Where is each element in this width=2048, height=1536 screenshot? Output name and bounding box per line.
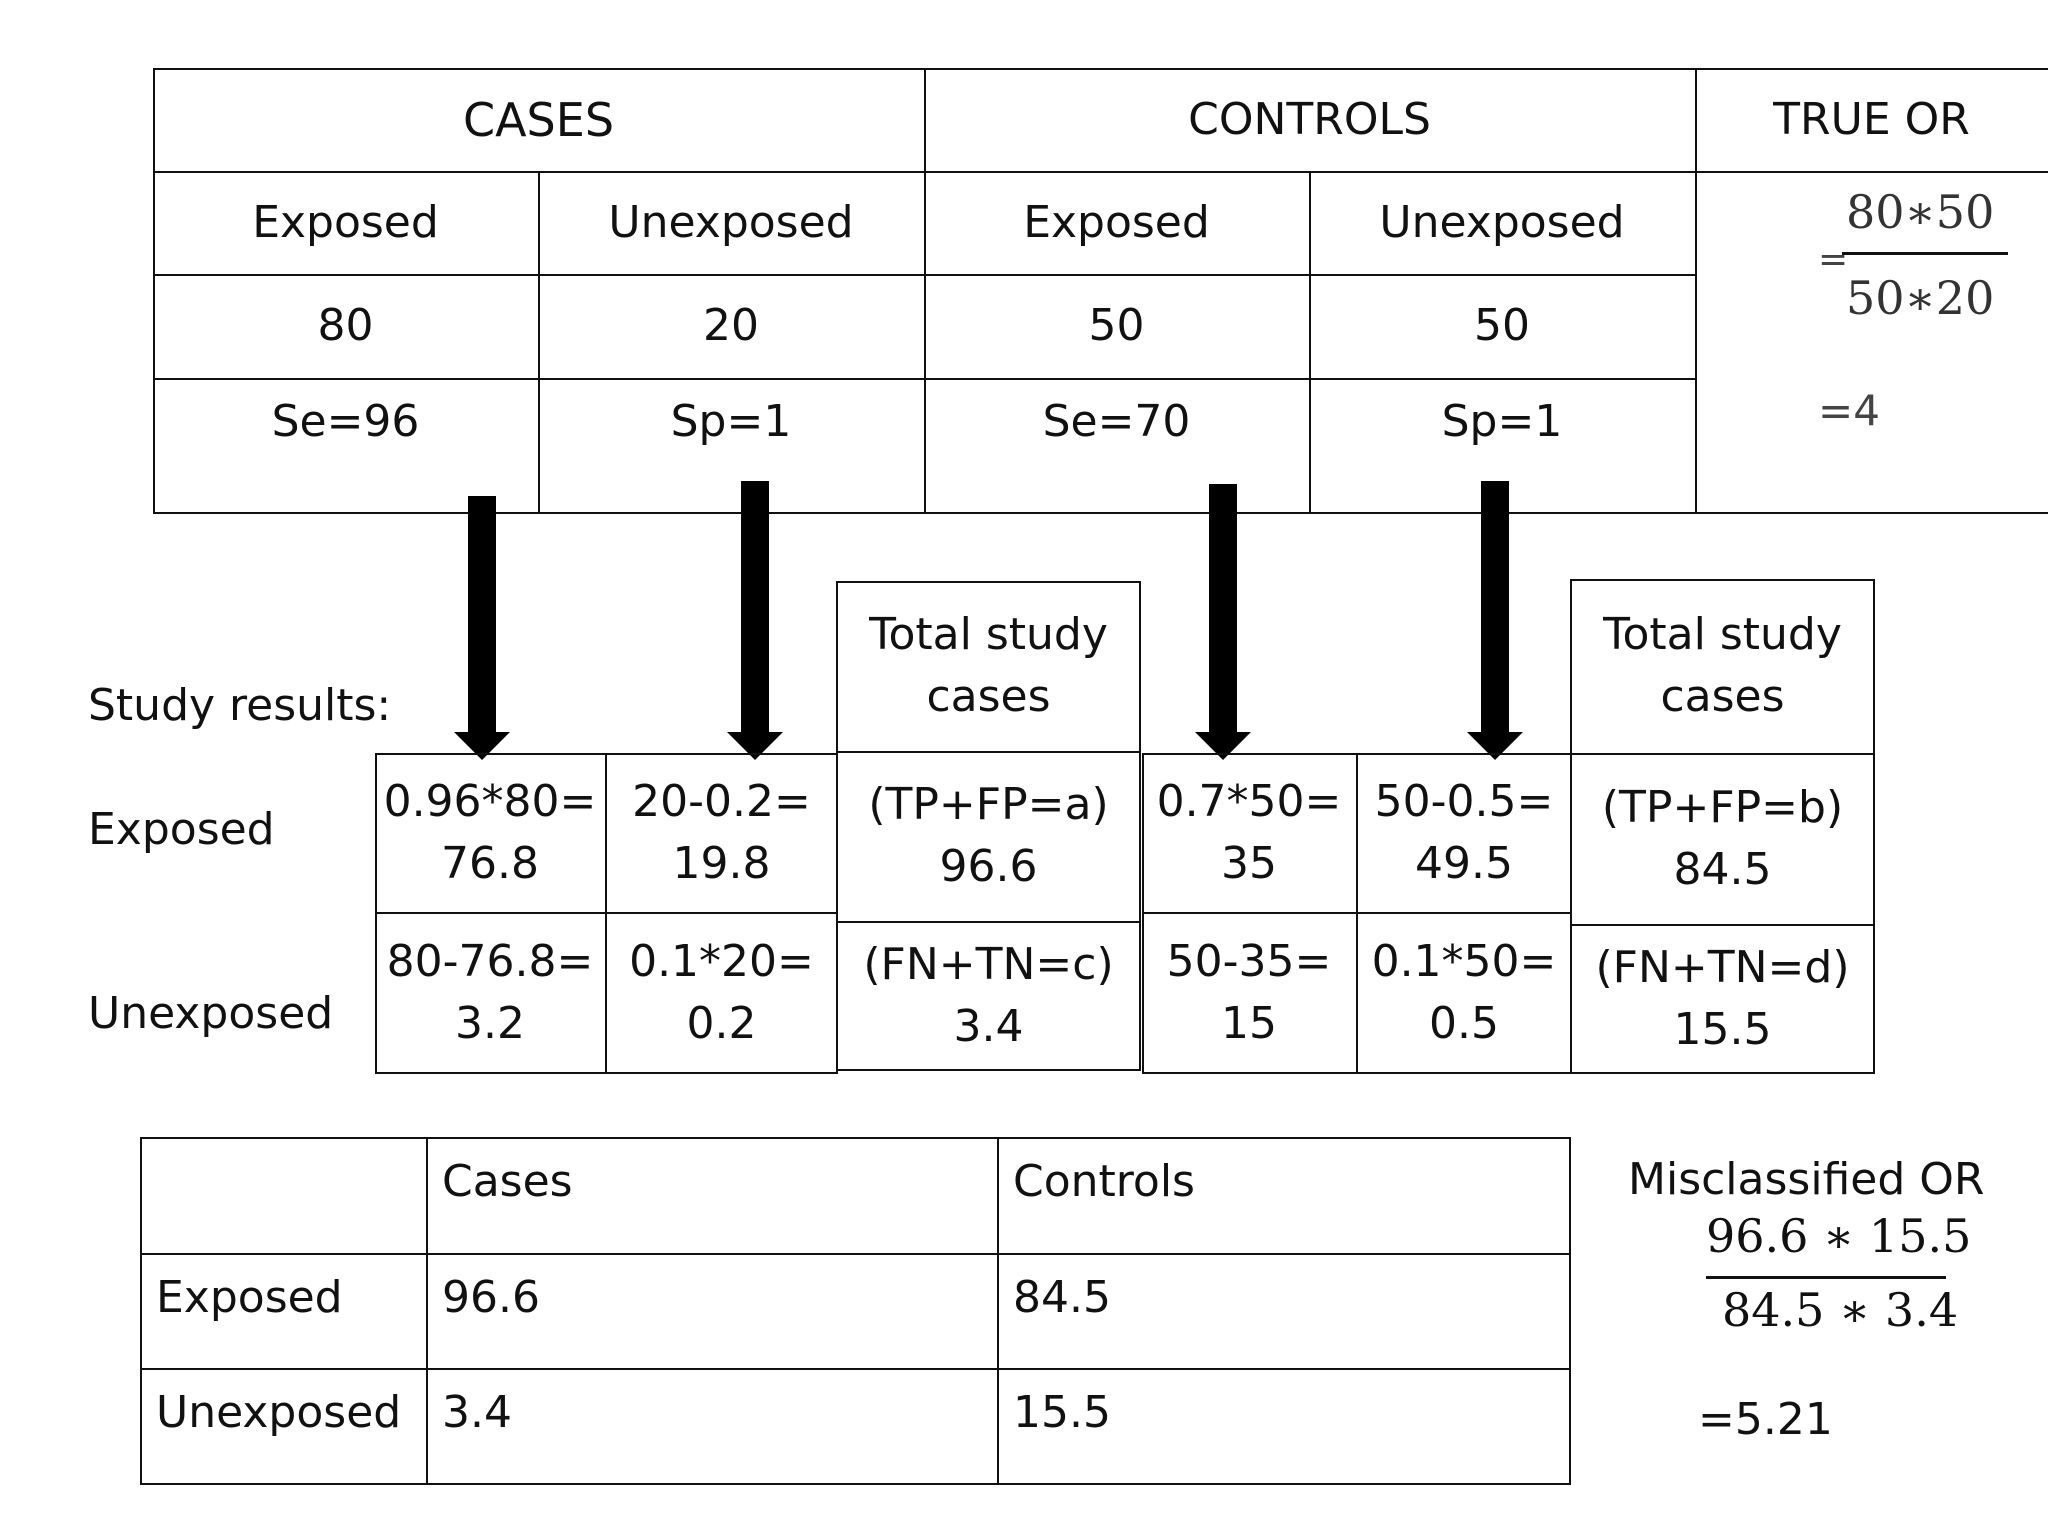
misclassified-or-result: =5.21 xyxy=(1698,1394,1833,1445)
true-or-fraction-bar xyxy=(1842,252,2008,255)
count-controls-exposed: 50 xyxy=(1088,300,1145,351)
count-cases-unexposed: 20 xyxy=(703,300,759,351)
study-results-title: Study results: xyxy=(88,680,392,731)
cases-header: CASES xyxy=(462,92,615,147)
study-cases-unexposed-exposed: 80-76.8= 3.2 xyxy=(386,936,594,1049)
study-cases-exposed-exposed: 0.96*80= 76.8 xyxy=(383,775,597,889)
summary-header-blank xyxy=(140,1137,426,1227)
true-or-result: =4 xyxy=(1818,386,1880,435)
study-controls-exposed-unexposed: 50-0.5= 49.5 xyxy=(1374,775,1554,889)
summary-cases-unexposed: 3.4 xyxy=(442,1387,512,1438)
study-cases-total-header: Total study cases xyxy=(869,609,1108,722)
count-controls-unexposed: 50 xyxy=(1474,300,1530,351)
param-cases-sensitivity: Se=96 xyxy=(271,396,420,447)
study-controls-total-header: Total study cases xyxy=(1603,609,1842,722)
true-or-numerator: 80∗50 xyxy=(1846,185,1995,239)
study-row-label-unexposed: Unexposed xyxy=(88,988,334,1039)
true-or-header: TRUE OR xyxy=(1773,93,1970,145)
summary-header-controls: Controls xyxy=(1013,1156,1195,1207)
param-controls-specificity: Sp=1 xyxy=(1441,396,1563,447)
study-cases-unexposed-unexposed: 0.1*20= 0.2 xyxy=(629,936,814,1049)
controls-header: CONTROLS xyxy=(1188,93,1431,145)
col-label-controls-exposed: Exposed xyxy=(1023,196,1210,248)
summary-row-label-unexposed: Unexposed xyxy=(156,1387,402,1438)
study-controls-total-unexposed: (FN+TN=d) 15.5 xyxy=(1595,942,1850,1055)
study-controls-total-exposed: (TP+FP=b) 84.5 xyxy=(1601,781,1844,895)
col-label-controls-unexposed: Unexposed xyxy=(1379,196,1625,248)
misclassified-or-fraction-bar xyxy=(1706,1276,1946,1279)
param-cases-specificity: Sp=1 xyxy=(670,396,792,447)
study-controls-unexposed-unexposed: 0.1*50= 0.5 xyxy=(1371,936,1557,1049)
summary-controls-unexposed: 15.5 xyxy=(1013,1387,1111,1438)
study-cases-total-exposed: (TP+FP=a) 96.6 xyxy=(868,779,1109,892)
summary-controls-exposed: 84.5 xyxy=(1013,1272,1111,1323)
summary-header-cases: Cases xyxy=(442,1156,573,1207)
study-cases-total-unexposed: (FN+TN=c) 3.4 xyxy=(863,939,1114,1052)
study-cases-exposed-unexposed: 20-0.2= 19.8 xyxy=(632,775,811,889)
study-row-label-exposed: Exposed xyxy=(88,804,275,855)
misclassified-or-denominator: 84.5 ∗ 3.4 xyxy=(1722,1283,1959,1337)
true-or-denominator: 50∗20 xyxy=(1846,271,1995,325)
col-label-cases-unexposed: Unexposed xyxy=(608,196,854,248)
param-controls-sensitivity: Se=70 xyxy=(1042,396,1191,447)
summary-row-label-exposed: Exposed xyxy=(156,1272,343,1323)
summary-cases-exposed: 96.6 xyxy=(442,1272,540,1323)
col-label-cases-exposed: Exposed xyxy=(252,196,439,248)
study-controls-unexposed-exposed: 50-35= 15 xyxy=(1166,936,1332,1049)
true-or-eq: = xyxy=(1818,239,1849,280)
misclassified-or-numerator: 96.6 ∗ 15.5 xyxy=(1706,1209,1972,1263)
count-cases-exposed: 80 xyxy=(317,300,374,351)
misclassified-or-label: Misclassified OR xyxy=(1628,1154,1985,1205)
study-controls-exposed-exposed: 0.7*50= 35 xyxy=(1156,775,1342,889)
